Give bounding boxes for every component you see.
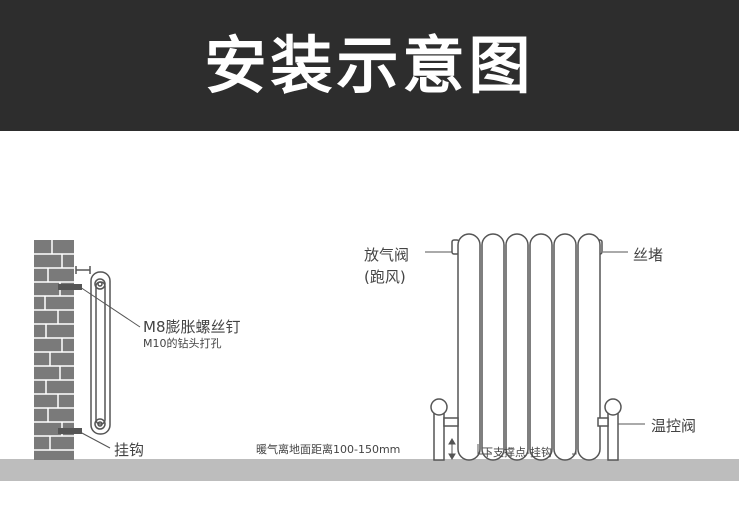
drill-label: M10的钻头打孔 — [143, 337, 222, 350]
support-label: 下支撑点-挂钩 — [482, 446, 552, 459]
header-banner: 安装示意图 — [0, 0, 739, 131]
radiator-side-view — [75, 266, 111, 435]
air-valve-label: 放气阀 — [364, 246, 410, 264]
temp-valve-label: 温控阀 — [651, 417, 697, 435]
floor — [0, 459, 739, 481]
air-valve-sub-label: (跑风) — [364, 268, 406, 286]
plug-label: 丝堵 — [633, 246, 664, 264]
floor-distance-label: 暖气离地面距离100-150mm — [256, 443, 401, 456]
brick-wall — [34, 240, 82, 460]
radiator-front-view — [430, 233, 622, 461]
bolt-label: M8膨胀螺丝钉 — [143, 318, 241, 336]
page-title: 安装示意图 — [204, 29, 535, 102]
hook-label: 挂钩 — [114, 441, 145, 459]
